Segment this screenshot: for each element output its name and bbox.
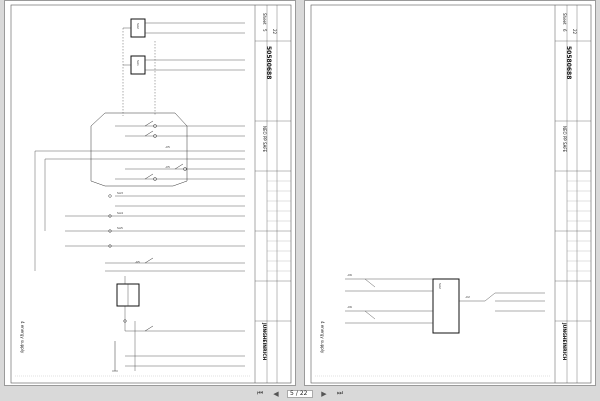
page-number-input[interactable]: 5 / 22 (287, 389, 313, 398)
svg-text:SA3: SA3 (117, 191, 123, 195)
svg-text:-X2: -X2 (465, 295, 470, 299)
component-box-sa2 (432, 278, 460, 334)
brand-logo-text: JUNGHEINRICH (561, 322, 567, 361)
sheet-number: 5 (262, 29, 267, 32)
schematic-drawing-left: Sheet 5 22 50580688 NEO PP SAFE JUNGHEIN… (10, 4, 292, 384)
sheet-title: NEO PP SAFE (262, 126, 267, 153)
svg-text:-X5: -X5 (165, 145, 170, 149)
svg-text:SA4: SA4 (117, 211, 123, 215)
first-page-icon[interactable]: ⏮ (256, 389, 264, 397)
sheet-total: 22 (572, 29, 577, 35)
svg-text:-X6: -X6 (347, 305, 352, 309)
current-page: 5 (290, 390, 294, 397)
component-label-sa2: SA2 (136, 23, 140, 29)
last-page-icon[interactable]: ⏭ (336, 389, 344, 397)
next-page-icon[interactable]: ▶ (321, 389, 327, 398)
total-pages: 22 (299, 390, 308, 397)
section-title: 4 energy supply (320, 321, 325, 354)
sheet-label: Sheet (562, 13, 567, 25)
sheet-title: NEO PP SAFE (562, 126, 567, 153)
prev-page-icon[interactable]: ◀ (273, 389, 279, 398)
page-separator: / (295, 390, 298, 397)
svg-text:-X6: -X6 (347, 273, 352, 277)
svg-text:-X5: -X5 (165, 165, 170, 169)
schematic-drawing-right: Sheet 6 22 50580688 NEO PP SAFE JUNGHEIN… (310, 4, 592, 384)
sheet-total: 22 (272, 29, 277, 35)
schematic-page-left: Sheet 5 22 50580688 NEO PP SAFE JUNGHEIN… (4, 0, 296, 386)
svg-text:SA5: SA5 (117, 226, 123, 230)
sheet-label: Sheet (262, 13, 267, 25)
component-label-sa2: SA2 (438, 283, 442, 289)
brand-logo-text: JUNGHEINRICH (261, 322, 267, 361)
svg-text:-K5: -K5 (135, 260, 140, 264)
frame-border (10, 4, 292, 384)
component-label-sa1: SA1 (136, 60, 140, 66)
drawing-number: 50580688 (265, 46, 272, 79)
pdf-viewer-toolbar: ⏮ ◀ 5 / 22 ▶ ⏭ (0, 386, 600, 401)
section-title: 4 energy supply (20, 321, 25, 354)
drawing-number: 50580688 (565, 46, 572, 79)
schematic-page-right: Sheet 6 22 50580688 NEO PP SAFE JUNGHEIN… (304, 0, 596, 386)
sheet-number: 6 (562, 29, 567, 32)
